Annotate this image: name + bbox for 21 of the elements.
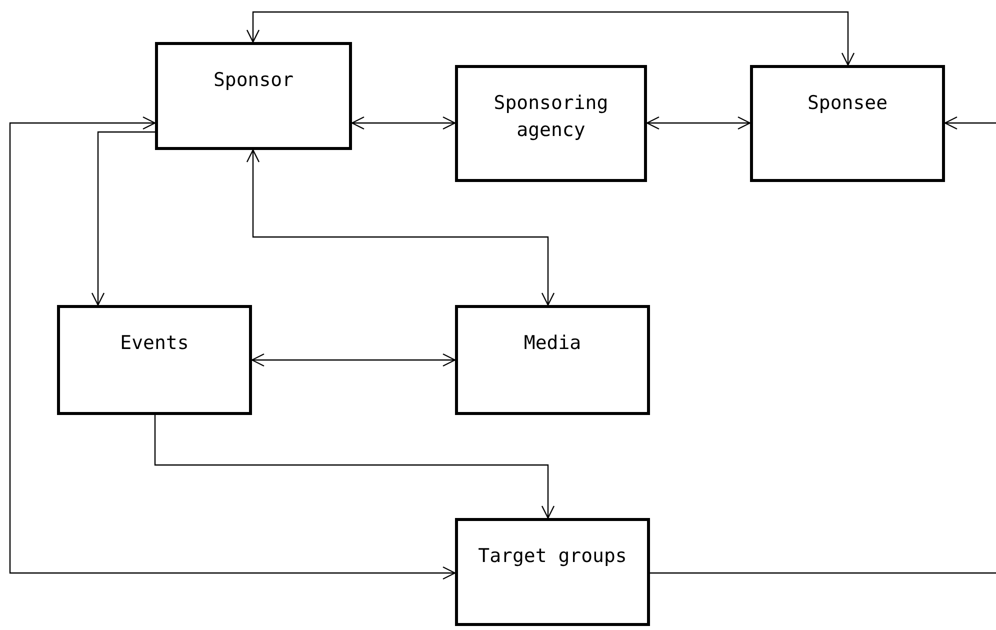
- connector-arrow: [246, 11, 855, 66]
- connector-arrow: [154, 415, 555, 519]
- process-box: [455, 305, 650, 415]
- box-label: Media: [524, 331, 582, 356]
- connector-arrow: [91, 131, 155, 306]
- connector-arrow: [246, 149, 555, 306]
- process-box: [750, 65, 945, 182]
- process-box: [155, 42, 352, 150]
- box-label: Sponsee: [807, 91, 888, 116]
- box-label: Events: [120, 331, 189, 356]
- connector-arrow: [251, 353, 456, 367]
- box-label: Target groups: [478, 544, 627, 569]
- connector-arrow: [9, 116, 456, 580]
- box-label: Sponsor: [213, 68, 294, 93]
- process-box: [455, 65, 647, 182]
- connector-arrow: [351, 116, 456, 130]
- connector-arrow: [646, 116, 751, 130]
- process-box: [455, 518, 650, 626]
- box-label: Sponsoring agency: [492, 91, 610, 143]
- connector-arrow: [944, 116, 996, 130]
- process-box: [57, 305, 252, 415]
